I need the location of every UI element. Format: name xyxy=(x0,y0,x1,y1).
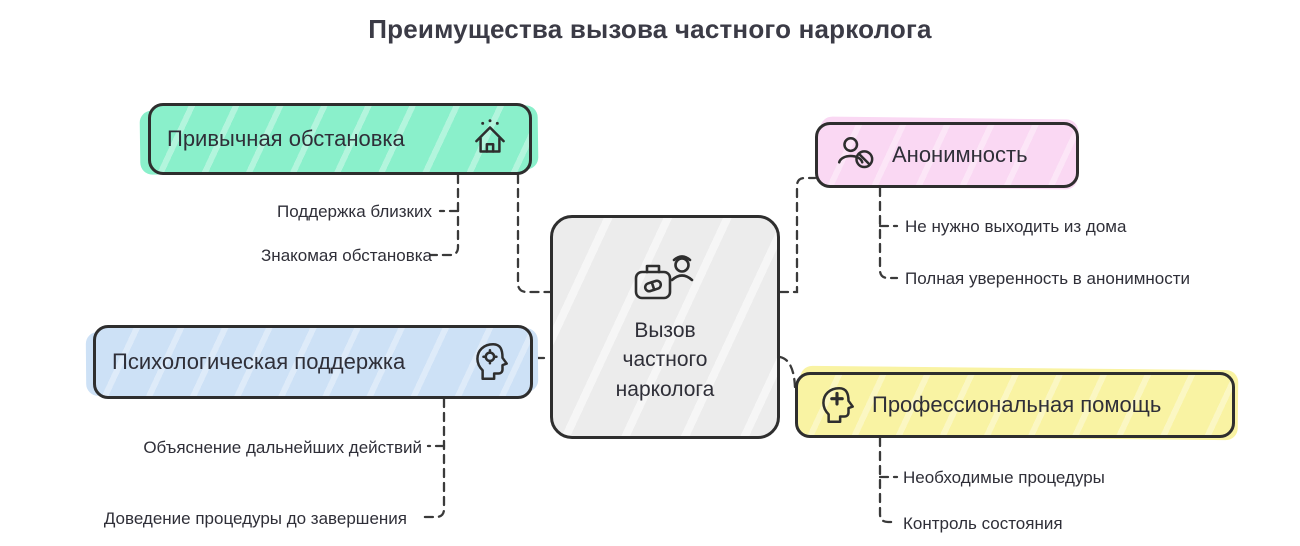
connector-anon-children-trunk xyxy=(878,186,899,280)
branch-label: Привычная обстановка xyxy=(167,126,405,151)
anonymous-person-icon xyxy=(837,137,874,169)
doctor-icon xyxy=(634,255,694,300)
leaf-item: Знакомая обстановка xyxy=(261,246,432,265)
branch-label: Психологическая поддержка xyxy=(112,349,406,374)
leaf-item: Поддержка близких xyxy=(276,202,432,221)
connector-pro-children-trunk xyxy=(878,436,899,524)
branch-anonymity: Анонимность xyxy=(815,122,1079,188)
leaf-item: Объяснение дальнейших действий xyxy=(143,438,422,457)
connector-pro-to-center xyxy=(778,355,797,390)
leaf-item: Не нужно выходить из дома xyxy=(905,217,1127,236)
center-node: Вызов частного нарколога xyxy=(550,215,780,439)
branch-professional-help: Профессиональная помощь xyxy=(795,372,1235,438)
branch-psychological-support: Психологическая поддержка xyxy=(93,325,533,399)
leaf-item: Доведение процедуры до завершения xyxy=(103,509,407,528)
branch-label: Профессиональная помощь xyxy=(872,392,1162,417)
connector-anon-to-center xyxy=(778,176,817,294)
branch-familiar-environment: Привычная обстановка xyxy=(148,103,532,175)
connector-psych-children-trunk xyxy=(420,397,446,519)
leaf-item: Полная уверенность в анонимности xyxy=(905,269,1191,288)
branch-label: Анонимность xyxy=(892,142,1028,167)
center-node-label: Вызов частного нарколога xyxy=(615,318,715,401)
leaf-item: Необходимые процедуры xyxy=(903,468,1105,487)
diagram-title: Преимущества вызова частного нарколога xyxy=(368,14,932,44)
medical-help-icon xyxy=(822,387,854,423)
connector-familiar-children-trunk xyxy=(428,173,460,257)
leaf-item: Контроль состояния xyxy=(903,514,1063,533)
psychology-head-icon xyxy=(476,342,508,380)
house-icon xyxy=(475,119,505,153)
connector-familiar-to-center xyxy=(516,173,552,294)
